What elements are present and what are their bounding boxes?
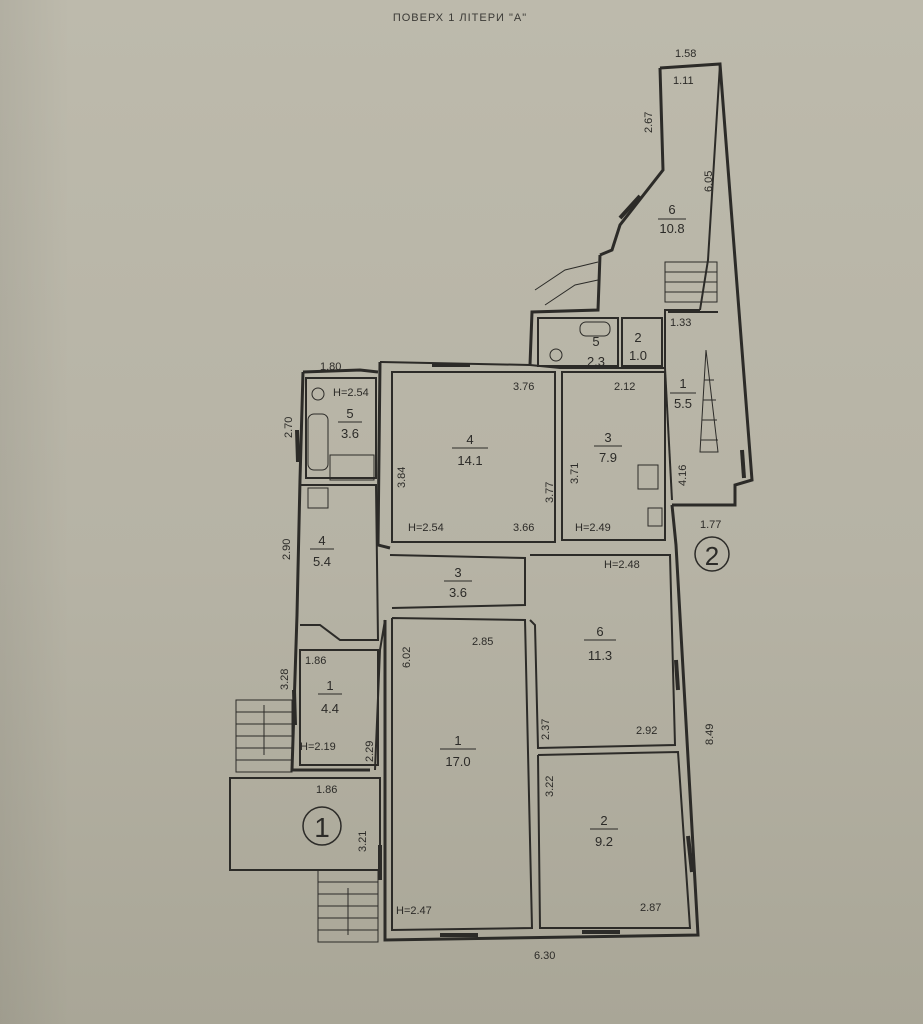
svg-text:4.16: 4.16 <box>677 465 689 486</box>
windows <box>292 194 746 937</box>
room-area: 10.8 <box>659 221 684 236</box>
svg-text:H=2.47: H=2.47 <box>396 905 432 917</box>
svg-text:8.49: 8.49 <box>704 724 716 745</box>
room-number: 4 <box>466 432 473 447</box>
svg-text:H=2.19: H=2.19 <box>300 741 336 753</box>
svg-text:2.85: 2.85 <box>472 636 493 648</box>
room-area: 2.3 <box>587 354 605 369</box>
svg-text:3.66: 3.66 <box>513 522 534 534</box>
svg-text:3.22: 3.22 <box>544 776 556 797</box>
svg-text:1.33: 1.33 <box>670 317 691 329</box>
room-number: 5 <box>346 406 353 421</box>
svg-text:1.58: 1.58 <box>675 48 696 60</box>
dimension-labels: 1.58 1.11 1.33 1.80 3.76 2.12 3.66 1.77 … <box>305 48 721 962</box>
svg-text:1.86: 1.86 <box>316 784 337 796</box>
room-area: 3.6 <box>341 426 359 441</box>
room-area: 5.4 <box>313 554 331 569</box>
inner-walls <box>229 311 718 932</box>
fixtures <box>307 321 663 527</box>
stairs <box>235 261 719 943</box>
svg-text:1.11: 1.11 <box>673 75 694 87</box>
room-number: 1 <box>679 376 686 391</box>
room-number: 5 <box>592 334 599 349</box>
room-area: 9.2 <box>595 834 613 849</box>
svg-text:3.84: 3.84 <box>396 467 408 488</box>
svg-text:H=2.48: H=2.48 <box>604 559 640 571</box>
svg-text:2: 2 <box>705 541 719 571</box>
svg-text:6.30: 6.30 <box>534 950 555 962</box>
outer-walls <box>290 62 754 942</box>
svg-text:2.12: 2.12 <box>614 381 635 393</box>
svg-text:2.92: 2.92 <box>636 725 657 737</box>
svg-text:6.05: 6.05 <box>703 171 715 192</box>
svg-text:2.29: 2.29 <box>364 741 376 762</box>
room-area: 11.3 <box>588 648 612 663</box>
svg-text:2.37: 2.37 <box>540 719 552 740</box>
svg-text:6.02: 6.02 <box>401 647 413 668</box>
ceiling-heights: H=2.54 H=2.54 H=2.49 H=2.48 H=2.19 H=2.4… <box>300 387 640 917</box>
svg-text:1.77: 1.77 <box>700 519 721 531</box>
room-area: 4.4 <box>321 701 339 716</box>
room-number: 4 <box>318 533 325 548</box>
room-number: 1 <box>454 733 461 748</box>
vertical-dimension-labels: 2.67 6.05 2.70 3.84 3.77 3.71 4.16 2.90 … <box>279 112 716 852</box>
room-number: 6 <box>596 624 603 639</box>
room-area: 3.6 <box>449 585 467 600</box>
svg-text:3.76: 3.76 <box>513 381 534 393</box>
room-area: 14.1 <box>457 453 482 468</box>
room-number: 3 <box>604 430 611 445</box>
svg-text:3.71: 3.71 <box>569 463 581 484</box>
room-area: 17.0 <box>445 754 470 769</box>
svg-text:1.86: 1.86 <box>305 655 326 667</box>
room-number: 1 <box>326 678 333 693</box>
room-area: 5.5 <box>674 396 692 411</box>
svg-text:H=2.49: H=2.49 <box>575 522 611 534</box>
entrance-markers: 1 2 <box>302 536 730 846</box>
svg-text:1.80: 1.80 <box>320 361 341 373</box>
svg-text:3.28: 3.28 <box>279 669 291 690</box>
svg-text:H=2.54: H=2.54 <box>333 387 369 399</box>
svg-text:H=2.54: H=2.54 <box>408 522 444 534</box>
svg-text:2.70: 2.70 <box>283 417 295 438</box>
plan-title: ПОВЕРХ 1 ЛІТЕРИ "А" <box>392 12 528 24</box>
svg-text:1: 1 <box>314 812 330 843</box>
svg-text:2.87: 2.87 <box>640 902 661 914</box>
room-labels: 6 10.8 5 2.3 2 1.0 1 5.5 5 3.6 4 14.1 3 … <box>310 202 696 849</box>
room-number: 2 <box>600 813 607 828</box>
room-area: 7.9 <box>599 450 617 465</box>
room-number: 3 <box>454 565 461 580</box>
svg-text:3.77: 3.77 <box>544 482 556 503</box>
room-number: 6 <box>668 202 675 217</box>
svg-text:3.21: 3.21 <box>357 831 369 852</box>
svg-text:2.90: 2.90 <box>281 539 293 560</box>
room-area: 1.0 <box>629 348 647 363</box>
room-number: 2 <box>634 330 641 345</box>
svg-text:2.67: 2.67 <box>643 112 655 133</box>
